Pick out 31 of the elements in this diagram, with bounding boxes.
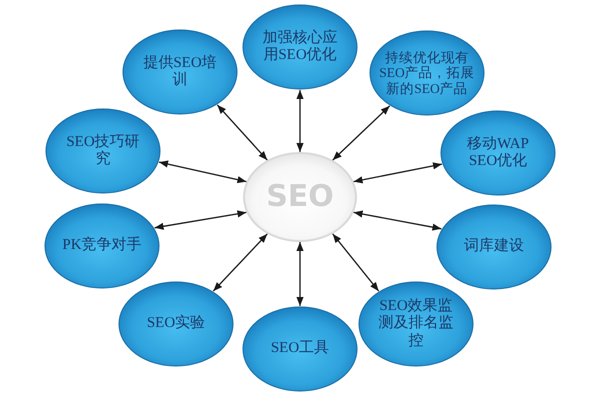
topic-ellipse	[118, 281, 234, 367]
topic-label: PK竞争对手	[62, 237, 142, 255]
topic-ellipse	[44, 203, 160, 289]
topic-label: SEO工具	[270, 340, 330, 358]
topic-label: 持续优化现有SEO产品，拓展新的SEO产品	[378, 50, 476, 96]
double-arrow	[296, 90, 304, 152]
topic-label: 移动WAP SEO优化	[466, 136, 530, 170]
double-arrow	[353, 210, 442, 231]
topic-ellipse	[242, 4, 358, 90]
double-arrow	[296, 242, 304, 306]
double-arrow	[158, 160, 247, 184]
topic-ellipse	[122, 29, 238, 115]
topic-label: SEO实验	[146, 315, 206, 333]
topic-label: SEO技巧研究	[65, 134, 141, 168]
topic-label: SEO效果监测及排名监控	[378, 298, 454, 350]
double-arrow	[216, 104, 268, 161]
topic-ellipse	[440, 110, 556, 196]
double-arrow	[154, 210, 246, 230]
topic-ellipse	[369, 30, 485, 116]
topic-ellipse	[45, 108, 161, 194]
double-arrow	[353, 162, 442, 184]
topic-ellipse	[436, 204, 552, 290]
double-arrow	[212, 233, 268, 292]
double-arrow	[332, 105, 390, 161]
topic-label: 词库建设	[463, 238, 525, 256]
topic-ellipse	[358, 281, 474, 367]
hub-ellipse	[243, 152, 357, 242]
topic-label: 提供SEO培训	[142, 54, 218, 90]
topic-ellipse	[242, 306, 358, 392]
double-arrow	[332, 234, 380, 292]
topic-label: 加强核心应用SEO优化	[262, 30, 338, 64]
